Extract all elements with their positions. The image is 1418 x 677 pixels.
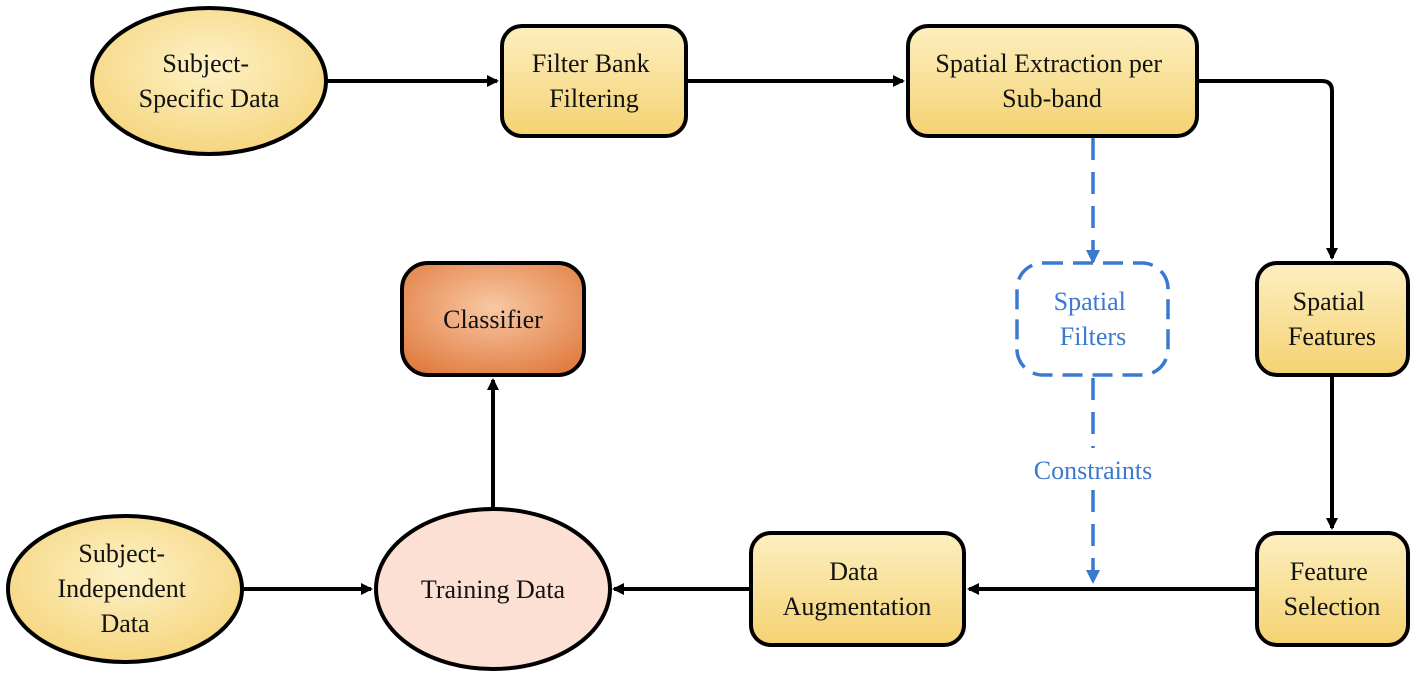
spatial-filters-line-1: Spatial — [1054, 287, 1126, 316]
filter-bank-line-1: Filter Bank — [532, 49, 650, 78]
node-feature-selection: Feature Selection — [1255, 531, 1410, 647]
node-subject-specific-data: Subject- Specific Data — [90, 6, 328, 156]
subject-specific-data-line-1: Subject- — [162, 49, 249, 78]
spatial-extraction-line-2: Sub-band — [1002, 84, 1102, 113]
node-training-data: Training Data — [374, 507, 612, 671]
svg-text:Filter Bank Filtering: Filter Bank Filtering — [532, 49, 656, 113]
svg-text:Data Augmentation: Data Augmentation — [783, 557, 932, 621]
svg-text:Spatial Filters: Spatial Filters — [1054, 287, 1133, 351]
constraints-label: Constraints — [1034, 456, 1152, 485]
feature-selection-line-2: Selection — [1284, 592, 1381, 621]
spatial-filters-line-2: Filters — [1060, 322, 1126, 351]
data-augmentation-line-1: Data — [829, 557, 879, 586]
data-augmentation-line-2: Augmentation — [783, 592, 932, 621]
subject-independent-line-1: Subject- — [78, 539, 165, 568]
svg-text:Classifier: Classifier — [443, 305, 543, 334]
node-classifier: Classifier — [400, 261, 586, 377]
spatial-features-line-1: Spatial — [1293, 287, 1365, 316]
node-spatial-filters: Spatial Filters — [1015, 261, 1170, 377]
node-subject-independent-data: Subject- Independent Data — [6, 514, 244, 664]
training-data-line-1: Training Data — [421, 575, 566, 604]
svg-text:Subject- Independent: Subject- Independent Data — [57, 539, 192, 638]
svg-text:Spatial Extraction per S: Spatial Extraction per Sub-band — [935, 49, 1168, 113]
filter-bank-line-2: Filtering — [549, 84, 639, 113]
subject-independent-line-2: Independent — [57, 574, 186, 603]
node-filter-bank-filtering: Filter Bank Filtering — [500, 24, 688, 138]
edges — [242, 75, 1338, 595]
svg-text:Subject- Specific Data: Subject- Specific Data — [139, 49, 280, 113]
node-spatial-features: Spatial Features — [1255, 261, 1410, 377]
node-data-augmentation: Data Augmentation — [749, 531, 966, 647]
svg-text:Feature Selection: Feature Selection — [1284, 557, 1381, 621]
node-spatial-extraction: Spatial Extraction per Sub-band — [906, 24, 1199, 138]
svg-text:Training Data: Training Data — [421, 575, 566, 604]
subject-specific-data-line-2: Specific Data — [139, 84, 280, 113]
subject-independent-line-3: Data — [100, 609, 150, 638]
classifier-line-1: Classifier — [443, 305, 543, 334]
edge-spatial-extraction-to-spatial-features — [1197, 79, 1338, 260]
feature-selection-line-1: Feature — [1290, 557, 1368, 586]
spatial-extraction-line-1: Spatial Extraction per — [935, 49, 1162, 78]
spatial-features-line-2: Features — [1288, 322, 1376, 351]
svg-text:Spatial Features: Spatial Features — [1288, 287, 1376, 351]
